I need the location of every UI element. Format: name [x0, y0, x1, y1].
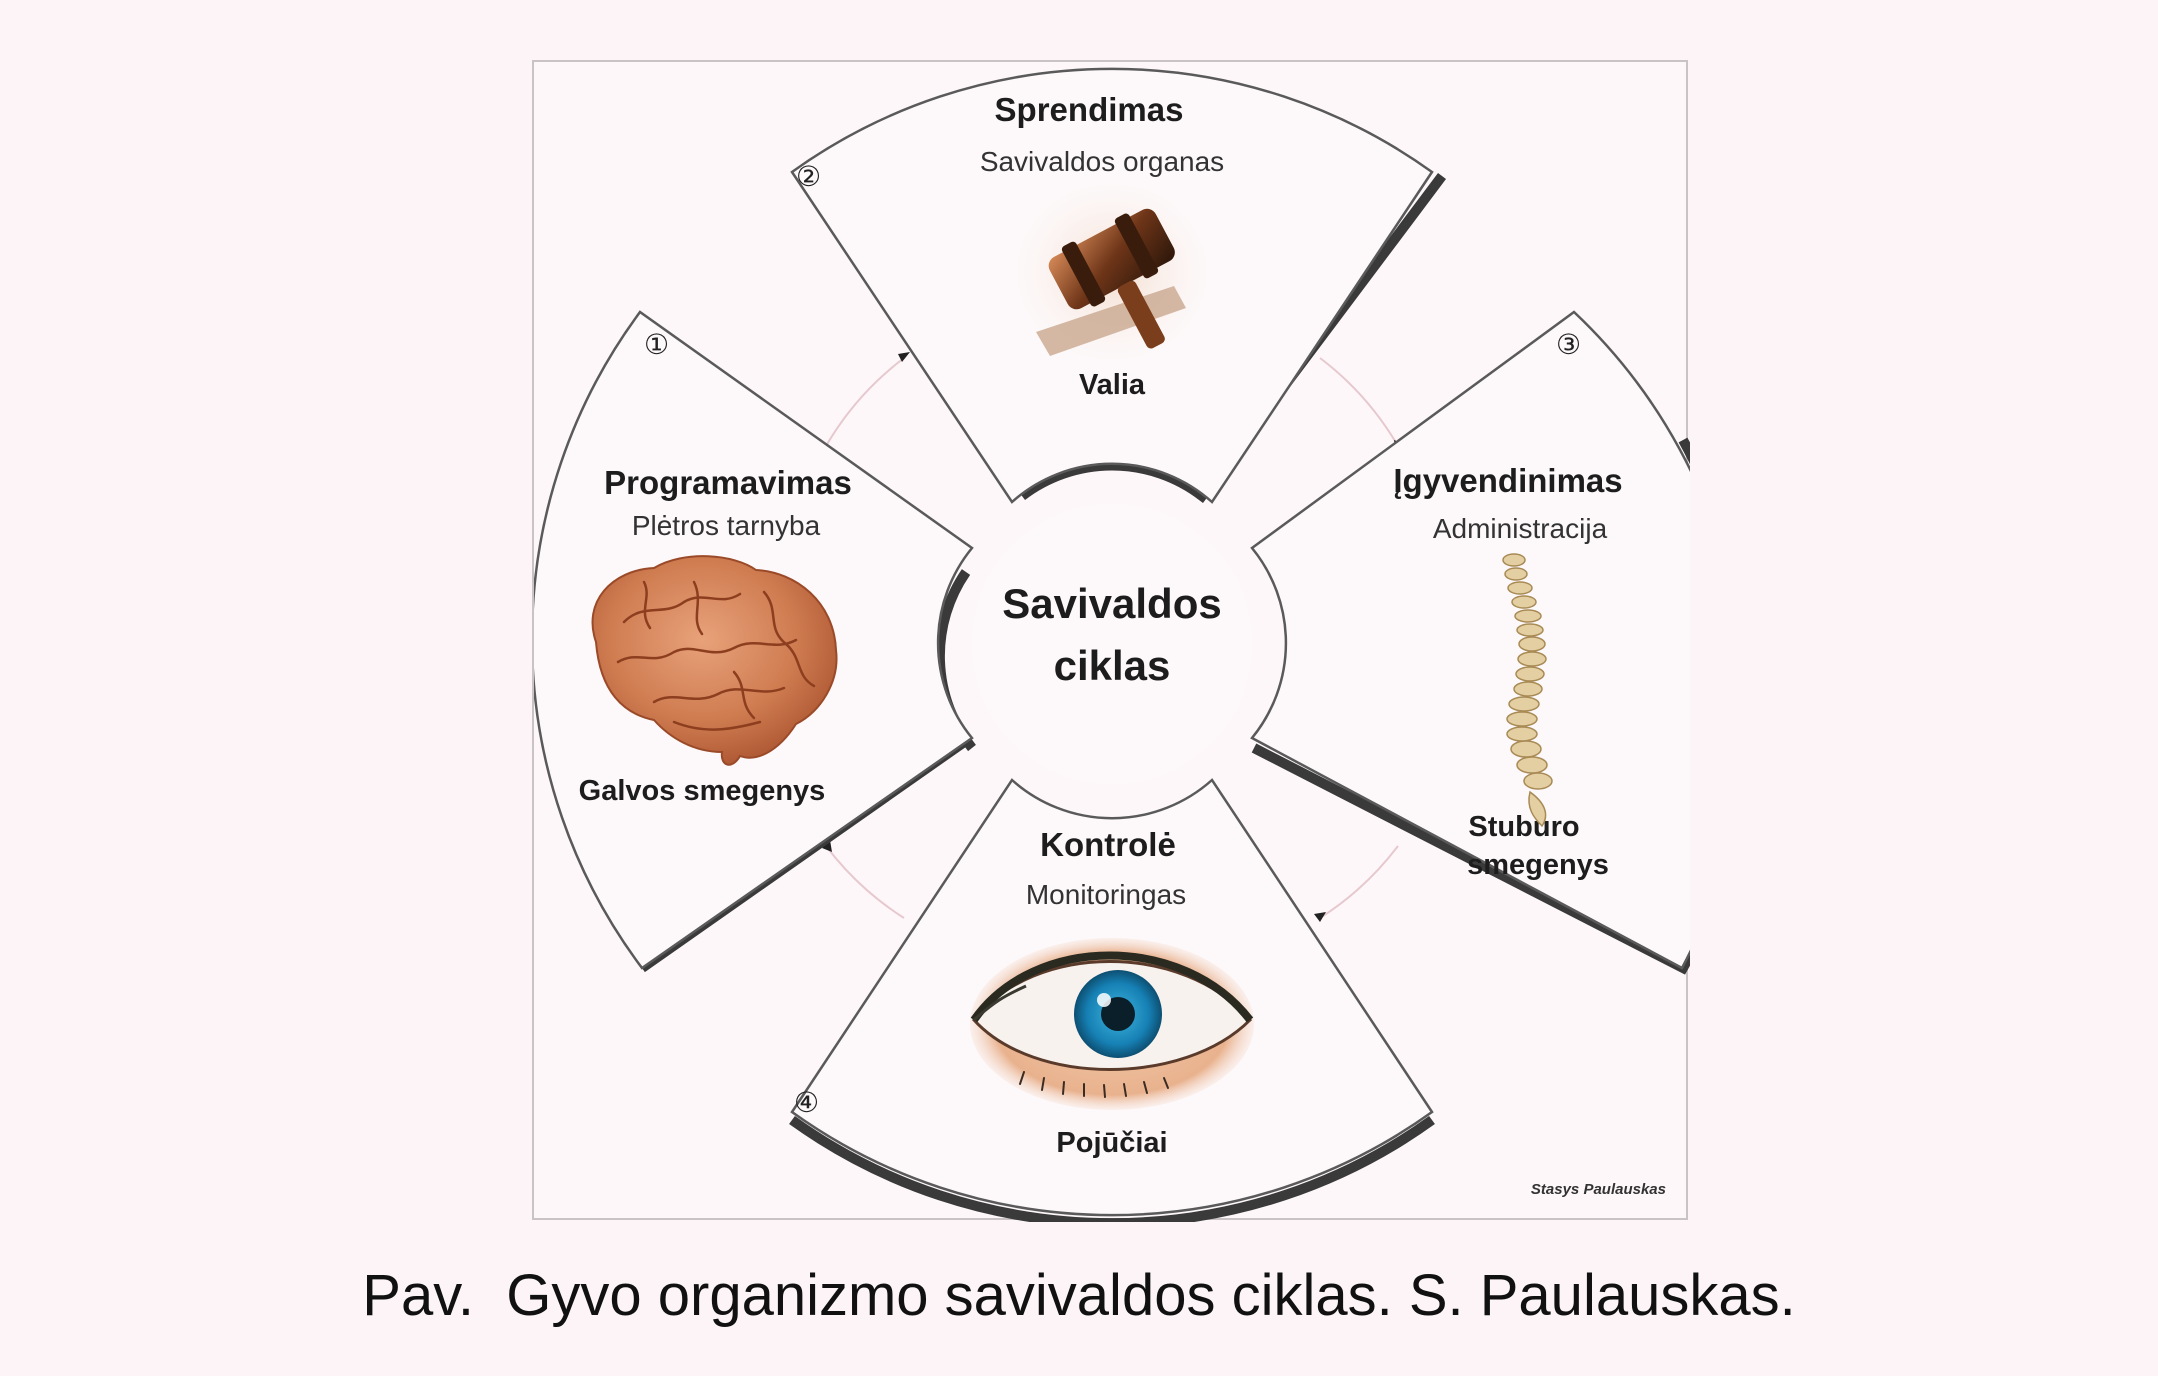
connector-arc-2-3 — [1319, 357, 1399, 447]
sector-2-number: ② — [796, 160, 821, 193]
sector-3-shape — [1250, 310, 1690, 970]
sector-1-subtitle: Plėtros tarnyba — [632, 510, 821, 541]
arrowhead-4-1 — [822, 840, 832, 852]
brain-icon — [591, 555, 838, 766]
arrowhead-3-4 — [1314, 912, 1326, 922]
author-signature: Stasys Paulauskas — [1531, 1181, 1666, 1198]
center-circle — [972, 504, 1252, 784]
center-title-line1: Savivaldos — [1002, 580, 1221, 627]
sector-4-title: Kontrolė — [1040, 826, 1176, 863]
sector-2-title: Sprendimas — [995, 91, 1184, 128]
sector-2-shadow — [1018, 173, 1446, 504]
sector-4-subtitle: Monitoringas — [1026, 879, 1186, 910]
sector-4-organ: Pojūčiai — [1056, 1127, 1167, 1159]
figure-caption: Pav. Gyvo organizmo savivaldos ciklas. S… — [362, 1263, 1796, 1328]
sector-4-shadow — [789, 1115, 1435, 1222]
sector-2-subtitle: Savivaldos organas — [980, 146, 1224, 177]
cycle-diagram: Savivaldos ciklas ① ② ③ ④ Sprendimas Sav… — [534, 67, 1690, 1222]
connector-arc-3-4 — [1319, 845, 1399, 919]
connector-arc-1-2 — [825, 357, 905, 447]
sector-1-title: Programavimas — [604, 464, 852, 501]
center-hub: Savivaldos ciklas — [972, 504, 1252, 784]
spine-icon — [1502, 553, 1553, 828]
connector-arc-4-1 — [825, 845, 905, 919]
sector-3-subtitle: Administracija — [1433, 513, 1608, 544]
gavel-icon — [1017, 184, 1207, 360]
sector-3-organ-line2: smegenys — [1467, 849, 1609, 881]
connector-arcs — [825, 357, 1399, 919]
sector-3 — [1250, 310, 1690, 975]
sector-1-number: ① — [644, 328, 669, 361]
eye-icon — [970, 938, 1254, 1110]
center-title-line2: ciklas — [1054, 642, 1171, 689]
sector-4-number: ④ — [794, 1086, 819, 1119]
sector-3-organ-line1: Stuburo — [1468, 811, 1579, 843]
diagram-frame: Savivaldos ciklas ① ② ③ ④ Sprendimas Sav… — [532, 60, 1690, 1222]
arrowhead-1-2 — [898, 352, 910, 362]
sector-3-title: Įgyvendinimas — [1393, 462, 1622, 499]
sector-2-organ: Valia — [1079, 369, 1146, 401]
sector-3-number: ③ — [1556, 328, 1581, 361]
sector-1-organ: Galvos smegenys — [579, 775, 826, 807]
